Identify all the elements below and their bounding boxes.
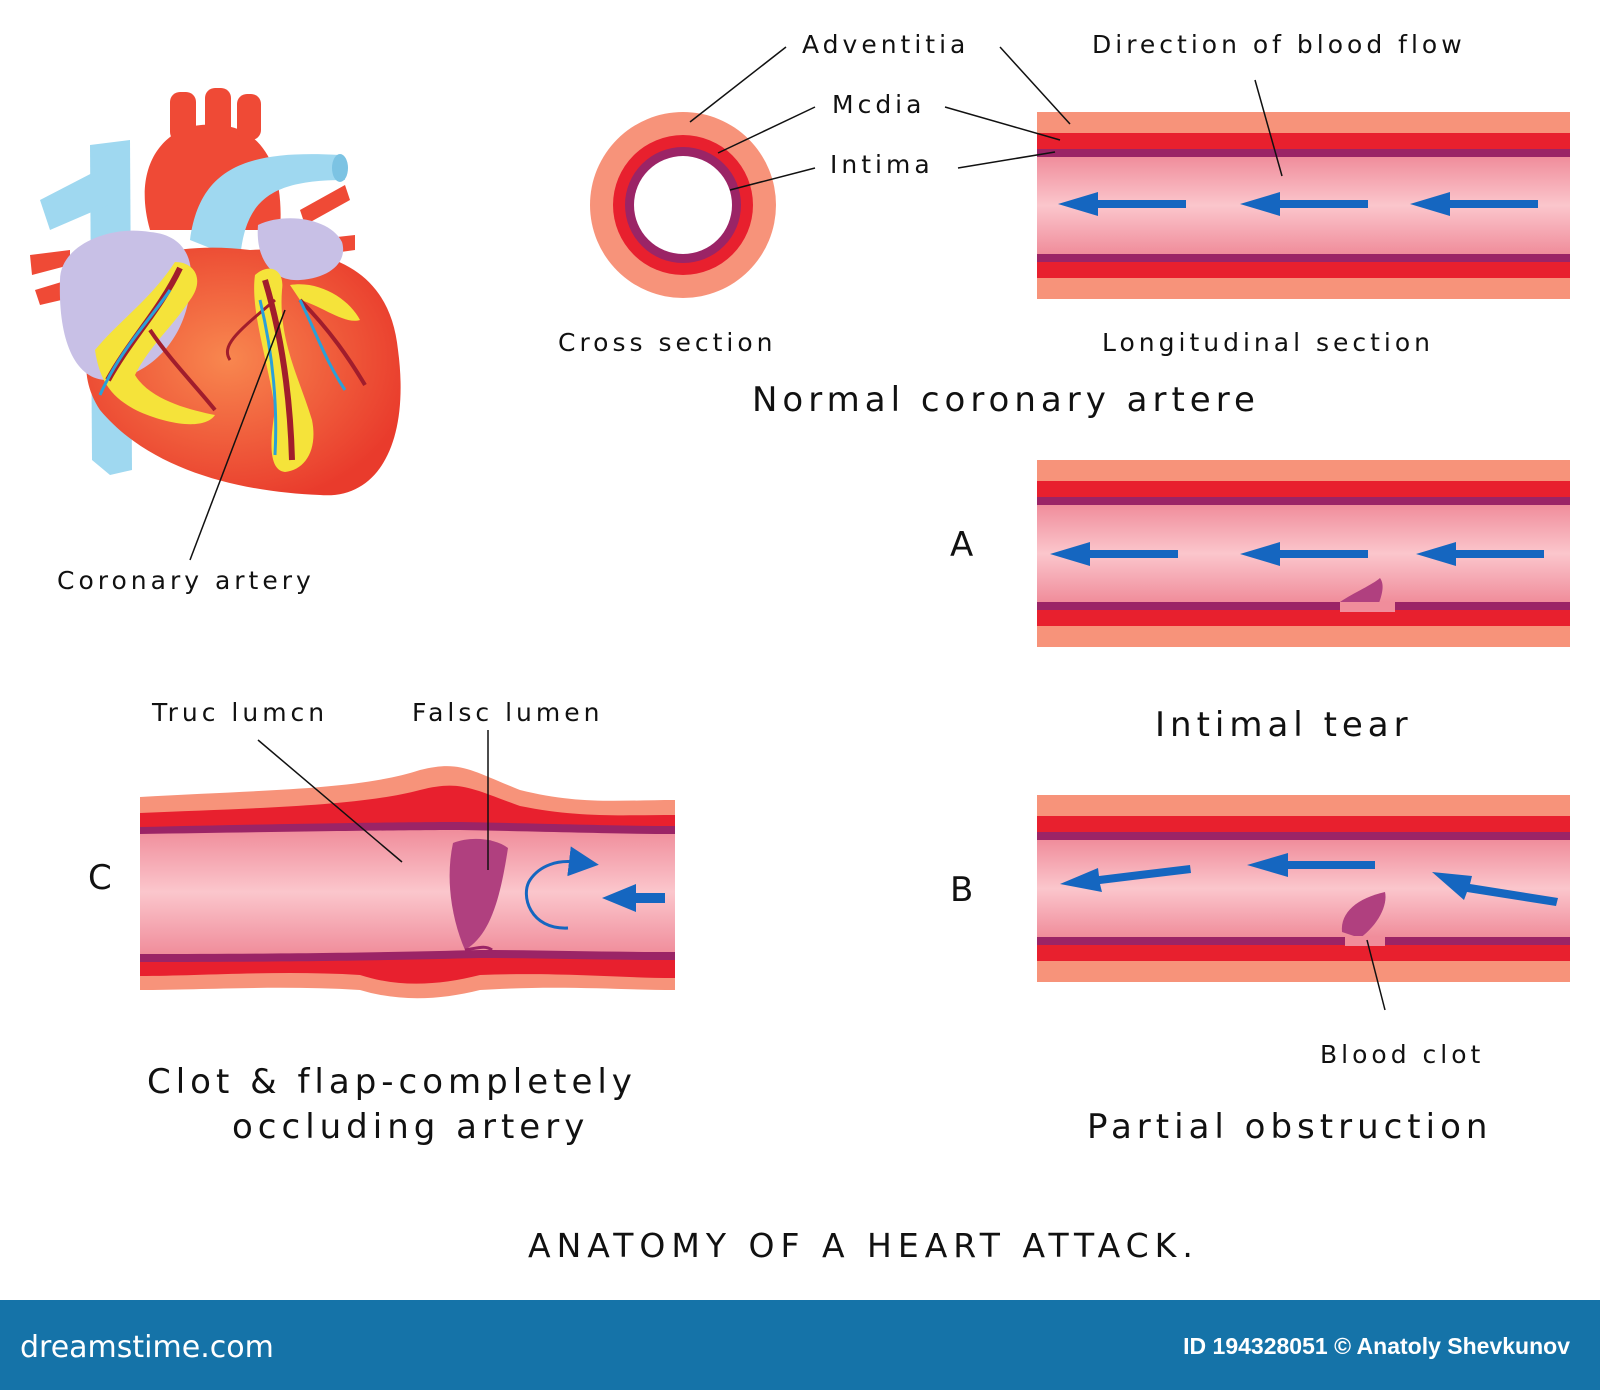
adventitia-label: Adventitia — [802, 30, 970, 59]
intimal-tear-diagram — [1037, 460, 1570, 647]
left-atrium — [257, 218, 344, 281]
occluding-flap — [449, 838, 508, 950]
coronary-artery-label: Coronary artery — [57, 566, 315, 595]
image-credit: ID 194328051 © Anatoly Shevkunov — [1183, 1333, 1570, 1359]
cross-section-label: Cross section — [558, 328, 777, 357]
longitudinal-section-label: Longitudinal section — [1102, 328, 1435, 357]
occluding-artery-diagram — [140, 730, 675, 999]
clot-title-line1: Clot & flap-completely — [147, 1062, 637, 1102]
partial-obstruction-diagram — [1037, 795, 1570, 1011]
cross-section-diagram — [590, 46, 816, 298]
direction-label: Direction of blood flow — [1092, 30, 1466, 59]
brand-logo-text[interactable]: dreamstime.com — [20, 1330, 274, 1365]
coronary-artery-leader — [189, 309, 286, 561]
normal-artery-title: Normal coronary artere — [752, 380, 1260, 420]
partial-obstruction-title: Partial obstruction — [1087, 1107, 1493, 1147]
longitudinal-section-normal — [944, 46, 1570, 299]
intimal-tear-title: Intimal tear — [1155, 705, 1413, 745]
intima-label: Intima — [830, 150, 934, 179]
blood-clot — [1341, 892, 1386, 938]
footer-bar: dreamstime.com ID 194328051 © Anatoly Sh… — [0, 1300, 1600, 1390]
letter-b: B — [950, 870, 974, 910]
true-lumen-label: Truc lumcn — [152, 698, 329, 727]
coronary-fat — [95, 262, 215, 425]
recirculation-arrow — [524, 846, 599, 930]
blood-clot-label: Blood clot — [1320, 1040, 1485, 1069]
media-label: Mcdia — [832, 90, 926, 119]
anatomy-diagram — [30, 46, 1570, 1011]
letter-c: C — [88, 858, 112, 898]
main-title: ANATOMY OF A HEART ATTACK. — [528, 1226, 1199, 1265]
heart-illustration — [30, 88, 401, 561]
clot-title-line2: occluding artery — [232, 1107, 590, 1147]
pulmonary-artery — [190, 154, 345, 260]
false-lumen-label: Falsc lumen — [412, 698, 604, 727]
letter-a: A — [950, 525, 974, 565]
